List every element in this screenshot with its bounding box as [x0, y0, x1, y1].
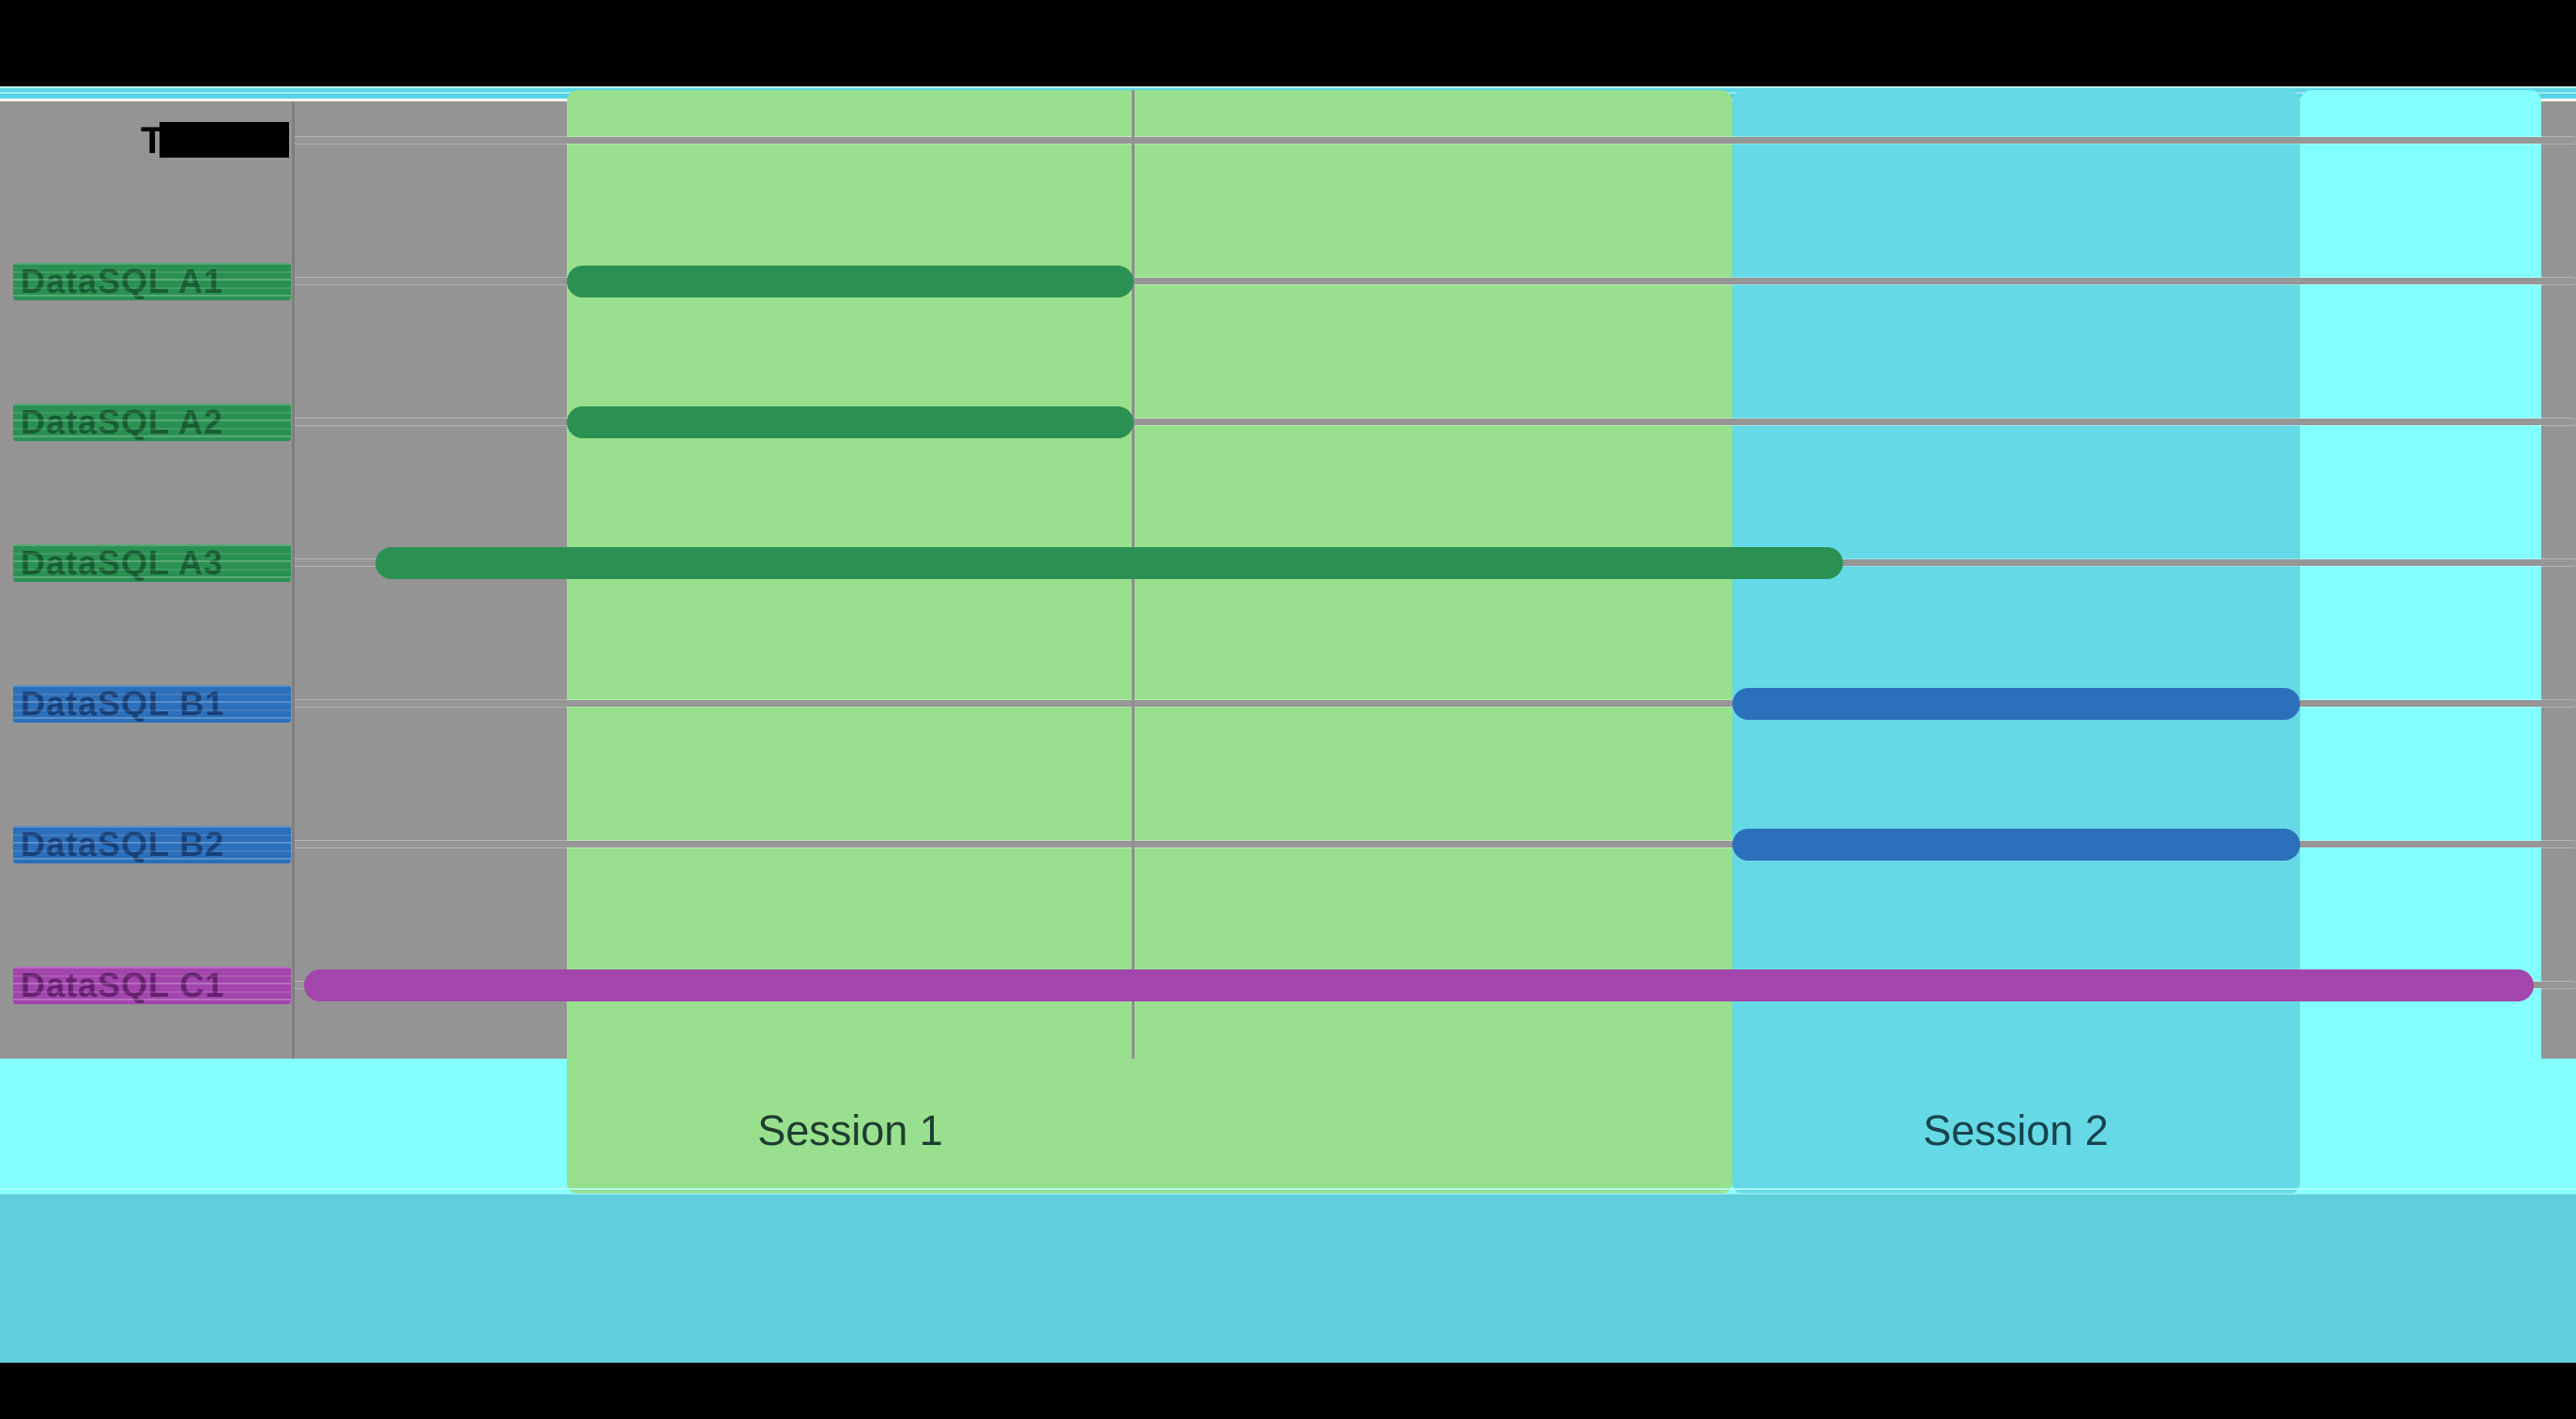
session-band-3 [2300, 90, 2541, 1194]
session-label-2: Session 2 [1923, 1106, 2109, 1154]
row-label-pill-3: DataSQL A3 [13, 544, 291, 582]
gantt-bar-6 [304, 969, 2534, 1001]
session-label-1: Session 1 [757, 1106, 943, 1154]
row-label-pill-4: DataSQL B1 [13, 685, 291, 723]
gantt-bar-4 [1732, 688, 2300, 720]
row-label-pill-5: DataSQL B2 [13, 826, 291, 863]
row-label-text: DataSQL A3 [21, 544, 224, 582]
time-label-redaction-box [160, 122, 289, 158]
gantt-bar-2 [567, 406, 1134, 438]
gantt-bar-5 [1732, 829, 2300, 861]
row-label-text: DataSQL A1 [21, 263, 224, 300]
row-label-pill-6: DataSQL C1 [13, 967, 291, 1004]
row-label-text: DataSQL B2 [21, 826, 225, 863]
footer-legend-bar [0, 1363, 2576, 1419]
row-label-text: DataSQL B1 [21, 685, 225, 723]
session-band-1 [567, 90, 1732, 1194]
row-gridline [293, 419, 2576, 425]
row-gridline [293, 278, 2576, 284]
bottom-cyan-band [0, 1188, 2576, 1363]
row-gridline [293, 700, 2576, 707]
top-letterbox [0, 0, 2576, 86]
row-label-pill-2: DataSQL A2 [13, 404, 291, 441]
row-label-text: DataSQL C1 [21, 967, 225, 1004]
gantt-bar-1 [567, 266, 1134, 298]
row-label-pill-1: DataSQL A1 [13, 263, 291, 300]
gantt-bar-3 [375, 547, 1843, 579]
session-band-2 [1732, 90, 2300, 1194]
row-label-text: DataSQL A2 [21, 404, 224, 441]
row-gridline [293, 841, 2576, 847]
axis-divider-left [292, 101, 295, 1059]
time-row-gridline [293, 137, 2576, 144]
